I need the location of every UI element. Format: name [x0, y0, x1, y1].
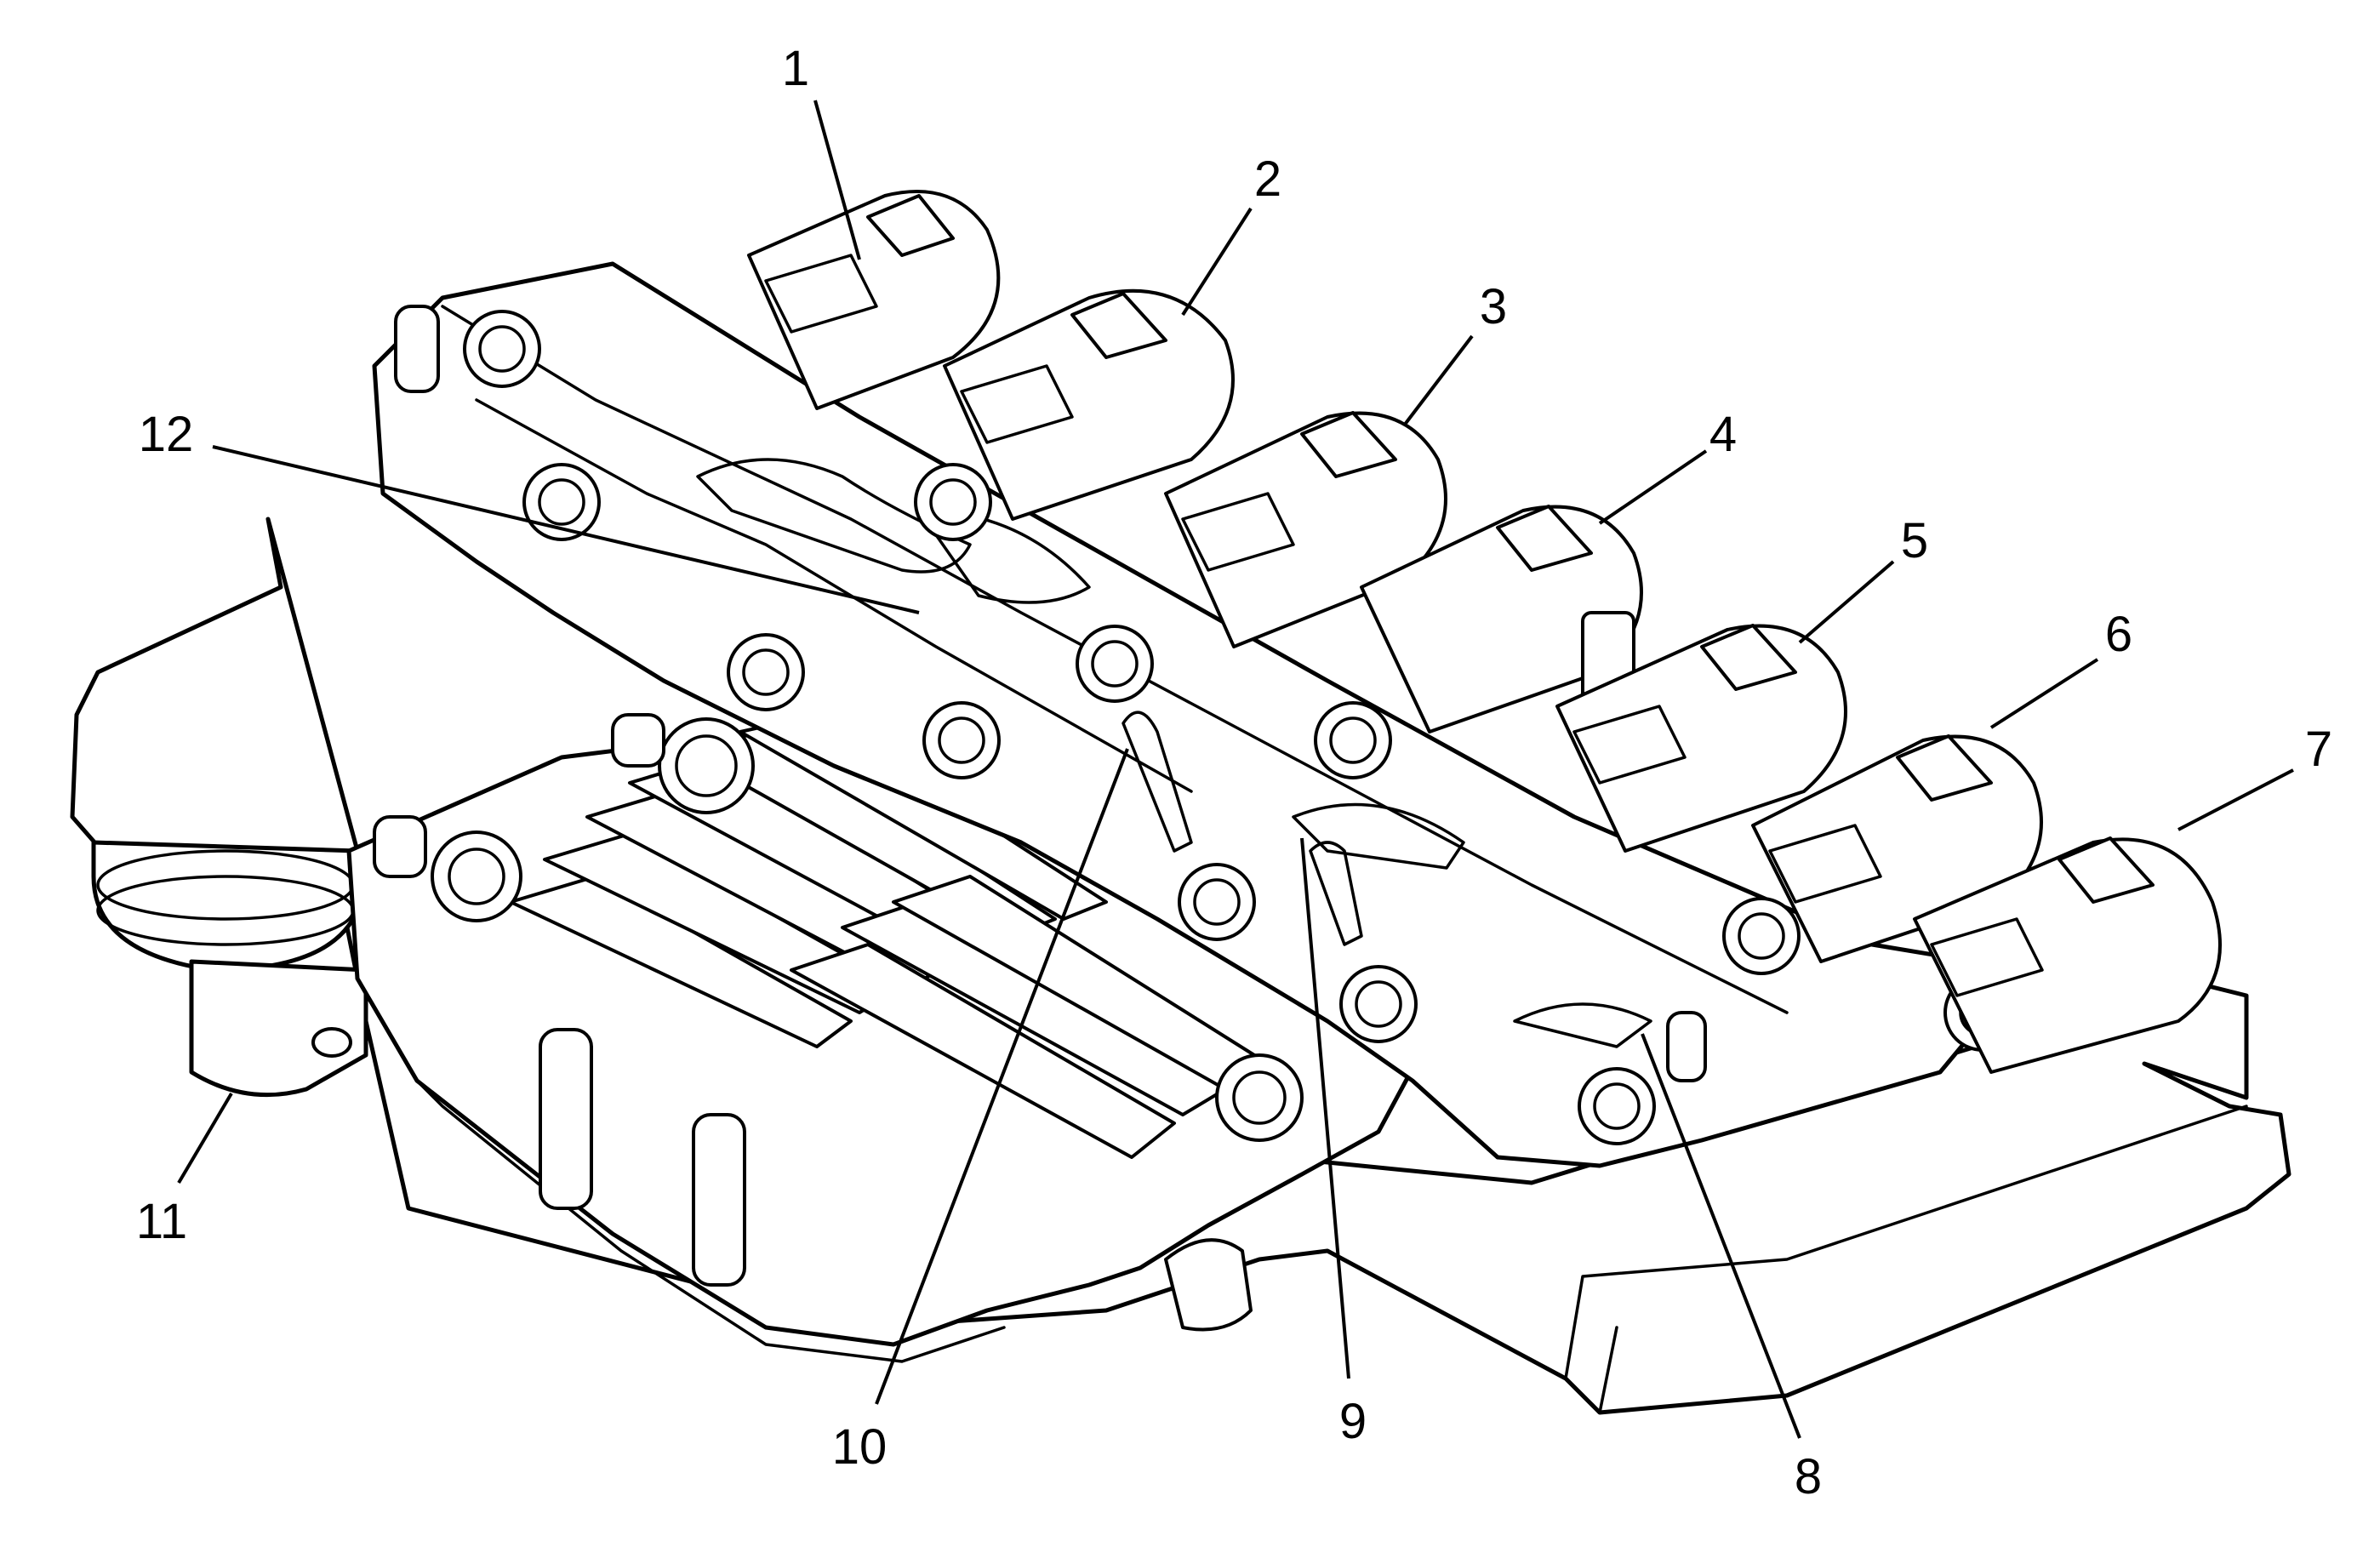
leader-4 [1598, 449, 1708, 525]
leader-6 [1989, 658, 2099, 729]
sensor-cylinder [91, 840, 368, 1098]
callout-6: 6 [2105, 607, 2132, 662]
callout-12: 12 [139, 407, 194, 462]
callout-2: 2 [1254, 151, 1281, 207]
solenoid-2 [943, 288, 1235, 521]
leader-12 [212, 445, 920, 614]
callout-11: 11 [136, 1194, 187, 1249]
callout-1: 1 [782, 41, 809, 96]
callout-leaders [177, 100, 2294, 1439]
leader-10 [875, 748, 1129, 1405]
callout-10: 10 [832, 1419, 888, 1475]
callout-8: 8 [1795, 1449, 1822, 1504]
leader-9 [1300, 837, 1350, 1379]
leader-7 [2177, 768, 2294, 831]
callout-4: 4 [1709, 407, 1737, 462]
leader-11 [177, 1092, 233, 1184]
solenoid-row [747, 190, 2222, 1074]
leader-8 [1641, 1033, 1801, 1439]
leader-1 [813, 100, 861, 260]
solenoid-4 [1360, 505, 1643, 733]
callout-3: 3 [1480, 279, 1507, 334]
callout-labels: 1 2 3 4 5 6 7 8 9 10 11 12 [136, 41, 2332, 1504]
solenoid-7 [1913, 836, 2222, 1074]
front-valve-body [346, 713, 1441, 1363]
leader-2 [1181, 207, 1253, 317]
leader-5 [1798, 560, 1895, 644]
solenoid-5 [1555, 624, 1847, 853]
callout-9: 9 [1339, 1394, 1367, 1449]
leader-3 [1402, 334, 1474, 427]
callout-7: 7 [2305, 722, 2332, 777]
solenoid-1 [747, 190, 1001, 410]
callout-5: 5 [1901, 513, 1928, 568]
